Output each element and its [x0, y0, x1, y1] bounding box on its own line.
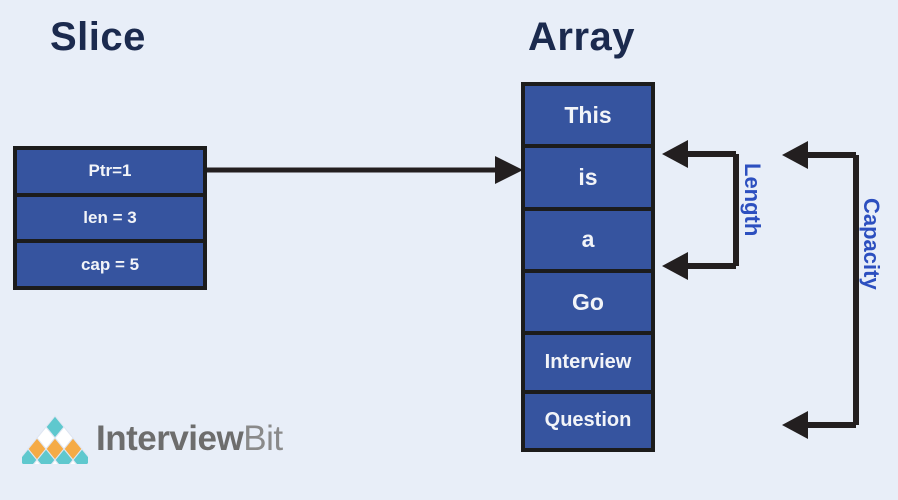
capacity-bracket	[782, 141, 859, 439]
capacity-label: Capacity	[859, 198, 884, 290]
slice-struct-box: Ptr=1 len = 3 cap = 5	[13, 146, 207, 290]
length-bracket	[662, 140, 739, 280]
interviewbit-diamond-icon	[22, 415, 88, 464]
interviewbit-logo: InterviewBit	[22, 414, 283, 464]
array-cell-0: This	[525, 86, 651, 149]
slice-field-len: len = 3	[17, 196, 203, 244]
array-title: Array	[528, 15, 636, 59]
array-cell-3: Go	[525, 272, 651, 336]
array-struct-box: This is a Go Interview Question	[521, 82, 655, 452]
slice-field-ptr: Ptr=1	[17, 150, 203, 197]
logo-text-bold: Interview	[96, 419, 244, 458]
array-cell-1: is	[525, 148, 651, 211]
slice-title: Slice	[50, 15, 146, 59]
array-cell-5: Question	[525, 393, 651, 448]
interviewbit-wordmark: InterviewBit	[96, 419, 283, 459]
length-label: Length	[740, 163, 765, 237]
logo-text-light: Bit	[243, 419, 283, 458]
pointer-arrow	[207, 156, 523, 184]
array-cell-2: a	[525, 210, 651, 273]
slice-field-cap: cap = 5	[17, 243, 203, 287]
array-cell-4: Interview	[525, 335, 651, 394]
